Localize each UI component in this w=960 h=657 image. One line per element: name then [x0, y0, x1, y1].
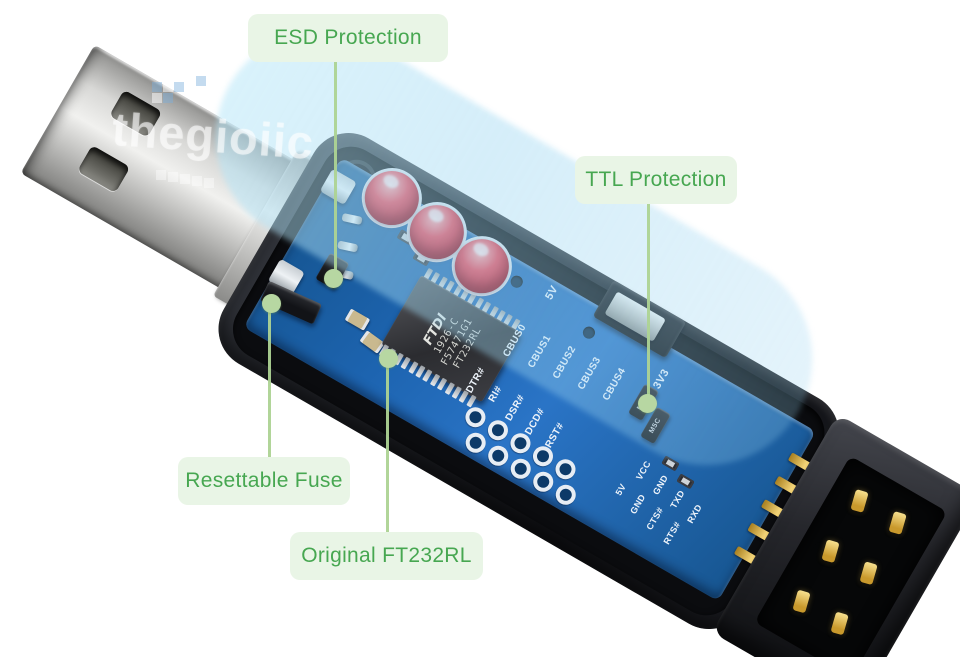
- silk-gnd-top: GND: [650, 473, 671, 497]
- header-pin: [850, 489, 869, 513]
- fuse-callout-line: [268, 312, 271, 457]
- chip-marking: FTDI 1926-C F57471G1 FT232RL: [417, 304, 486, 374]
- silk-dsr: DSR#: [503, 392, 528, 423]
- callout-chip-label: Original FT232RL: [301, 544, 472, 567]
- silk-cbus1: CBUS1: [526, 333, 554, 370]
- mosaic-sq: [163, 93, 173, 103]
- silk-cts: CTS#: [644, 505, 666, 532]
- silk-5v-row: 5V: [613, 481, 629, 498]
- smd-resistor: [676, 473, 695, 490]
- silk-rst: RST#: [543, 420, 567, 450]
- header-pins: [792, 456, 947, 636]
- silk-cbus4: CBUS4: [600, 366, 629, 403]
- mosaic-sq: [163, 82, 173, 92]
- silk-rxd: RXD: [685, 502, 704, 525]
- mosaic-sq: [180, 174, 190, 184]
- header-pin: [830, 611, 849, 636]
- smd-capacitor: [344, 308, 371, 331]
- mosaic-sq: [152, 93, 162, 103]
- th-pad: [484, 416, 512, 444]
- silk-dcd: DCD#: [523, 406, 548, 437]
- header-pin: [888, 511, 907, 535]
- header-pin: [821, 539, 840, 564]
- fuse-callout-dot: [262, 294, 281, 313]
- mosaic-sq: [196, 76, 206, 86]
- mosaic-sq: [204, 178, 214, 188]
- callout-esd-protection: ESD Protection: [248, 14, 448, 62]
- diode-marking: M5C: [648, 416, 663, 435]
- silk-rts: RTS#: [661, 519, 683, 547]
- mosaic-sq: [192, 176, 202, 186]
- mosaic-sq: [174, 82, 184, 92]
- callout-fuse-label: Resettable Fuse: [185, 469, 343, 492]
- callout-ttl-protection: TTL Protection: [575, 156, 737, 204]
- esd-callout-dot: [324, 269, 343, 288]
- th-pad: [529, 468, 557, 496]
- watermark-mosaic-a: [150, 76, 210, 106]
- silk-txd: TXD: [668, 488, 687, 511]
- header-pin: [859, 561, 878, 586]
- th-pad: [484, 442, 512, 470]
- silk-cbus3: CBUS3: [575, 355, 604, 392]
- th-pad: [507, 455, 535, 483]
- callout-original-ft232rl: Original FT232RL: [290, 532, 483, 580]
- esd-callout-line: [334, 62, 337, 270]
- silk-5v-switch: 5V: [543, 283, 561, 302]
- silk-3v3: 3V3: [651, 367, 672, 392]
- callout-resettable-fuse: Resettable Fuse: [178, 457, 350, 505]
- usb-pin: [341, 212, 363, 225]
- usb-pin: [337, 240, 359, 253]
- smd-resistor: [661, 455, 680, 472]
- callout-esd-label: ESD Protection: [274, 26, 422, 49]
- silk-vcc: VCC: [634, 459, 653, 482]
- pcb-via: [580, 324, 598, 341]
- chip-callout-line: [386, 366, 389, 532]
- callout-ttl-label: TTL Protection: [585, 168, 727, 191]
- chip-pin: [466, 394, 477, 408]
- chip-callout-dot: [379, 349, 398, 368]
- mosaic-sq: [152, 82, 162, 92]
- mosaic-sq: [185, 76, 195, 86]
- silk-cbus2: CBUS2: [551, 344, 579, 381]
- watermark-mosaic-b: [156, 170, 216, 196]
- th-pad: [461, 403, 490, 431]
- th-pad: [462, 429, 490, 457]
- silk-gnd-bottom: GND: [628, 492, 648, 516]
- ttl-callout-dot: [638, 394, 657, 413]
- pcb-via: [508, 273, 525, 290]
- th-pad: [552, 481, 580, 509]
- mosaic-sq: [168, 172, 178, 182]
- mosaic-sq: [156, 170, 166, 180]
- th-pad: [551, 455, 580, 483]
- ttl-callout-line: [647, 204, 650, 396]
